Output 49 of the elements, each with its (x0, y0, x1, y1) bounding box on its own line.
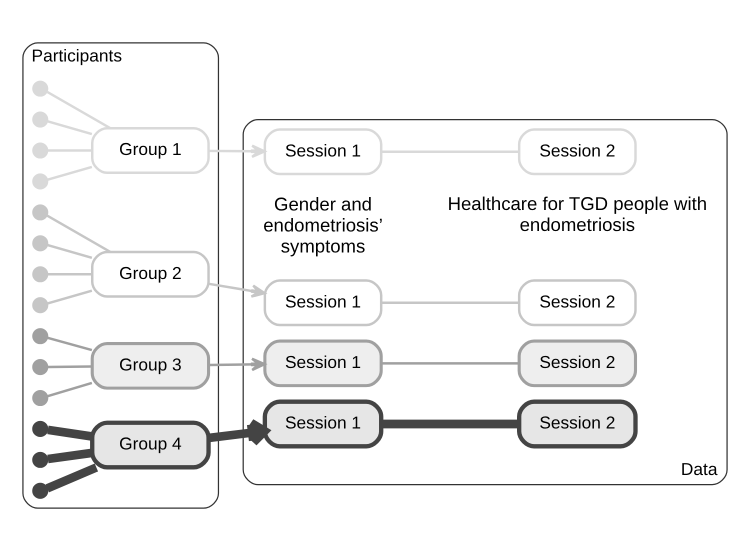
node-circle (32, 389, 48, 406)
connector (47, 120, 92, 135)
connector (47, 448, 92, 463)
node-circle (32, 358, 48, 375)
connector (381, 362, 519, 364)
connector (47, 165, 92, 180)
node-circle (32, 451, 48, 468)
arrow (208, 418, 270, 446)
connector (47, 336, 92, 351)
connector (46, 90, 111, 129)
connector (48, 364, 92, 368)
node-box: Session 2 (518, 128, 637, 175)
connector (47, 289, 92, 304)
node-circle (32, 80, 48, 96)
node-circle (32, 204, 48, 220)
connector (381, 419, 519, 428)
connector (47, 381, 92, 397)
node-circle (32, 142, 48, 158)
node-circle (32, 266, 48, 282)
node-box: Session 2 (518, 278, 637, 326)
node-box: Session 1 (264, 278, 382, 326)
node-circle (32, 420, 48, 436)
arrow (208, 144, 266, 158)
node-circle (32, 482, 48, 498)
connector (47, 425, 92, 440)
node-box: Session 1 (262, 399, 384, 448)
node-circle (32, 296, 48, 313)
connector (48, 148, 92, 152)
node-circle (32, 172, 48, 189)
arrow (208, 357, 266, 371)
node-circle (32, 234, 48, 251)
node-box: Group 1 (91, 126, 210, 174)
node-box: Session 2 (517, 399, 638, 448)
node-box: Session 1 (263, 339, 383, 387)
label: Healthcare for TGD people with endometriosis (448, 192, 708, 234)
arrow (208, 282, 266, 298)
connector (48, 272, 92, 275)
connector (47, 243, 92, 258)
node-circle (32, 111, 48, 128)
node-box: Group 3 (90, 342, 210, 390)
node-box: Session 1 (264, 128, 382, 175)
connector (381, 150, 519, 152)
node-circle (32, 328, 48, 344)
node-box: Group 4 (90, 420, 211, 469)
connector (381, 300, 519, 304)
node-box: Session 2 (518, 339, 638, 387)
node-box: Group 2 (91, 250, 210, 298)
label: Gender and endometriosis’ symptoms (263, 193, 383, 256)
connector (46, 214, 111, 252)
